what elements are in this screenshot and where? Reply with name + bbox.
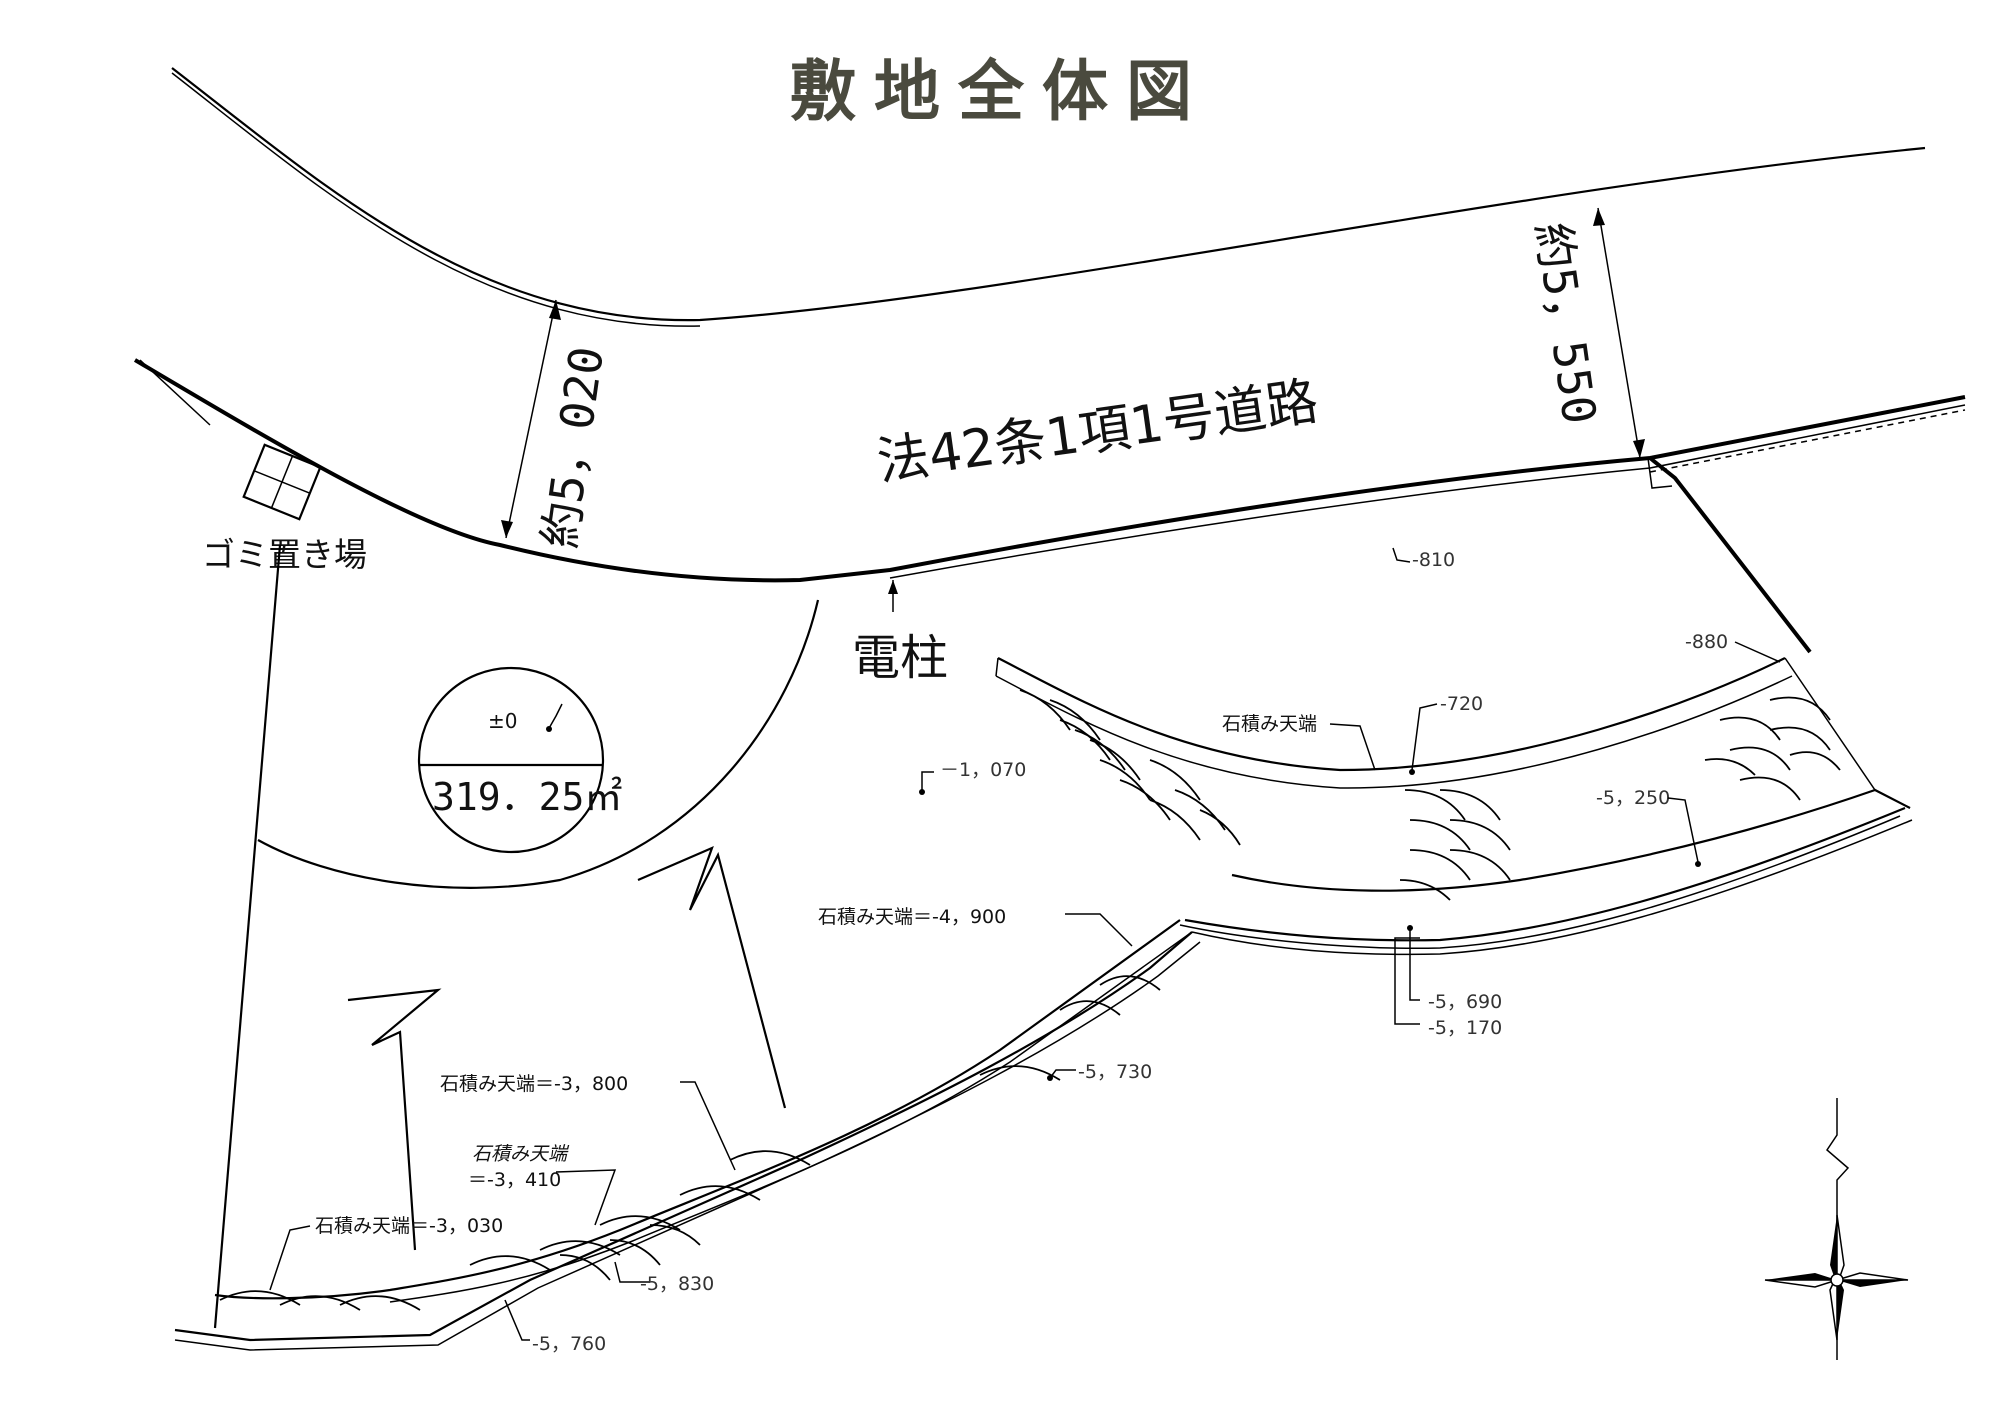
elevation-leader (614, 1261, 650, 1283)
stone-top-leader (1329, 723, 1376, 771)
elevation-point-icon (1407, 925, 1413, 931)
pole-label: 電柱 (852, 630, 948, 686)
elevation-marker-icon (547, 703, 563, 731)
elevation-leader (1667, 797, 1699, 863)
elevation-point-icon (546, 726, 552, 732)
lower-terrace-wall-inner (1191, 819, 1913, 956)
elevation-point-icon (1695, 861, 1701, 867)
stone-top-label-3800: 石積み天端＝-3，800 (440, 1073, 628, 1095)
stone-top-label-3030: 石積み天端＝-3，030 (315, 1215, 503, 1237)
upper-terrace-wall-end (995, 657, 999, 677)
elevation-5690: -5，690 (1428, 991, 1502, 1013)
elevation-leader (1411, 703, 1438, 771)
elevation-810: -810 (1412, 549, 1455, 571)
garbage-station-symbol (242, 443, 322, 521)
section-break-mark-2 (347, 988, 442, 1251)
stone-wall-hatch-sw (219, 975, 1161, 1311)
road-width-right: 約5，550 (1525, 219, 1607, 427)
stone-top-leader (680, 1081, 736, 1171)
elevation-point-icon (1047, 1075, 1053, 1081)
arrowhead-icon (549, 300, 561, 320)
sw-retaining-wall-upper (214, 919, 1181, 1300)
road-width-left: 約5，020 (532, 343, 614, 551)
road-south-edge-inner (889, 404, 1966, 579)
east-property-line (1648, 456, 1812, 654)
page-title: 敷地全体図 (790, 52, 1210, 130)
lower-terrace-wall (1184, 806, 1906, 942)
garbage-label: ゴミ置き場 (202, 535, 367, 574)
slope-boundary-curve (257, 599, 820, 889)
east-corner-mark (1647, 457, 1673, 489)
area-circle (417, 666, 605, 854)
area-value: 319．25㎡ (432, 775, 622, 819)
area-top-label: ±0 (488, 709, 517, 733)
upper-terrace-wall-top-inner (995, 675, 1793, 789)
elevation-5250: -5，250 (1596, 787, 1670, 809)
arrowhead-icon (888, 580, 898, 594)
elevation-leader (1394, 937, 1420, 1025)
arrowhead-icon (501, 520, 513, 538)
road-width-dimension-left (505, 299, 557, 539)
elevation-marker-icon (1392, 547, 1411, 563)
elevation-leader (1734, 641, 1781, 663)
road-north-edge (171, 67, 1926, 322)
road-width-dimension-right (1597, 207, 1641, 459)
elevation-5760: -5，760 (532, 1333, 606, 1355)
elevation-point-icon (919, 789, 925, 795)
elevation-880: -880 (1685, 631, 1728, 653)
north-arrow-icon (1764, 1098, 1909, 1360)
elevation-point-icon (1409, 769, 1415, 775)
elevation-marker-icon (921, 771, 934, 792)
garbage-leader (139, 359, 211, 426)
road-north-edge-inner (171, 72, 701, 327)
elevation-leader (1409, 928, 1420, 1001)
elevation-5730: -5，730 (1078, 1061, 1152, 1083)
elevation-leader (504, 1299, 530, 1341)
west-property-line (213, 544, 282, 1329)
elevation-5830: -5，830 (640, 1273, 714, 1295)
stone-top-label-720: 石積み天端 (1222, 713, 1317, 735)
stone-wall-hatch-east (1019, 689, 1841, 901)
road-south-edge (133, 358, 1966, 583)
elevation-720: -720 (1440, 693, 1483, 715)
arrowhead-icon (1593, 208, 1605, 226)
elevation-5170: -5，170 (1428, 1017, 1502, 1039)
elevation-1070: －1，070 (940, 759, 1026, 781)
elevation-marker-icon (1049, 1069, 1076, 1079)
stone-top-label-3410-line2: ＝-3，410 (468, 1169, 561, 1191)
road-label: 法42条1項1号道路 (873, 372, 1321, 493)
stone-top-leader (269, 1225, 311, 1291)
upper-terrace-wall-top (997, 657, 1786, 772)
stone-top-label-4900: 石積み天端＝-4，900 (818, 906, 1006, 928)
stone-top-leader (555, 1169, 617, 1226)
upper-terrace-wall-toe-inner (1179, 815, 1901, 949)
stone-top-leader (1065, 913, 1133, 947)
arrowhead-icon (1633, 439, 1645, 458)
sw-retaining-wall-lower-inner (174, 941, 1201, 1351)
section-break-mark (637, 845, 787, 1109)
stone-top-label-3410-line1: 石積み天端 (472, 1143, 570, 1165)
upper-terrace-wall-toe (1231, 788, 1911, 892)
road-south-dashed (1649, 409, 1966, 473)
sw-retaining-wall-upper-inner (389, 931, 1193, 1303)
upper-terrace-east-side (1784, 657, 1911, 809)
